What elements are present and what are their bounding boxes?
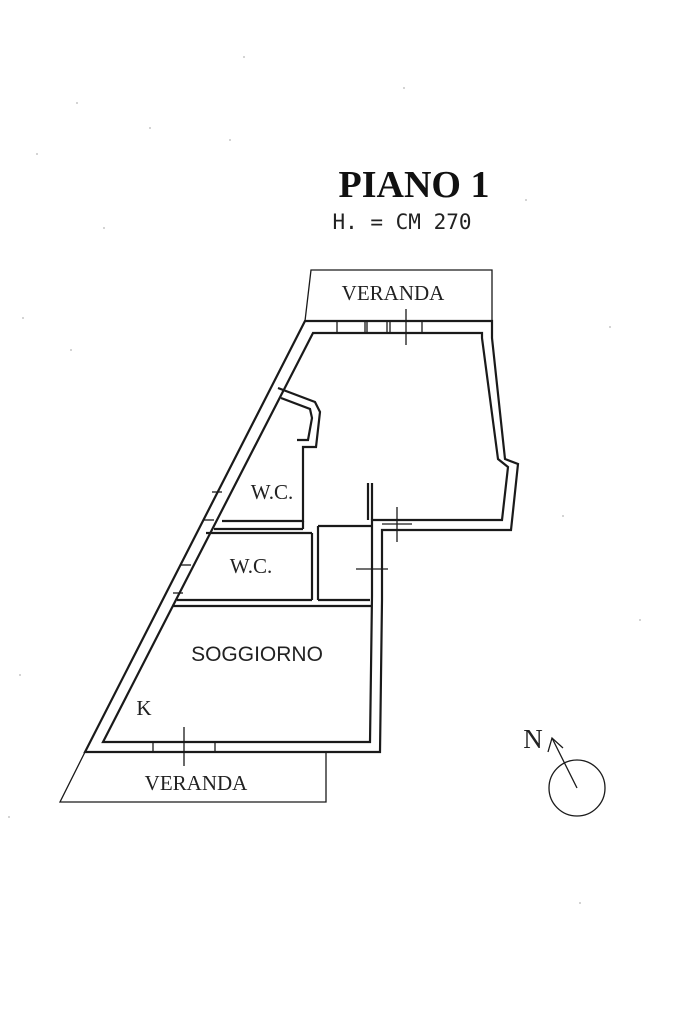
outer-walls: [83, 319, 520, 754]
plan-title: PIANO 1: [339, 164, 490, 206]
veranda-bottom-label: VERANDA: [145, 771, 248, 795]
scan-noise: [8, 56, 641, 904]
height-label: H. = CM 270: [332, 210, 471, 234]
veranda-top-label: VERANDA: [342, 281, 445, 305]
openings: [152, 309, 423, 766]
kitchen-label: K: [136, 696, 151, 720]
soggiorno-label: SOGGIORNO: [191, 643, 323, 666]
wc-lower-walls: [172, 524, 372, 608]
veranda-bottom: [58, 751, 327, 803]
wc-upper-label: W.C.: [251, 480, 293, 504]
veranda-top: [304, 269, 493, 322]
wc-lower-label: W.C.: [230, 554, 272, 578]
north-arrow-icon: [547, 736, 606, 817]
wc-upper-walls: [214, 386, 322, 531]
compass-north-label: N: [523, 724, 543, 754]
